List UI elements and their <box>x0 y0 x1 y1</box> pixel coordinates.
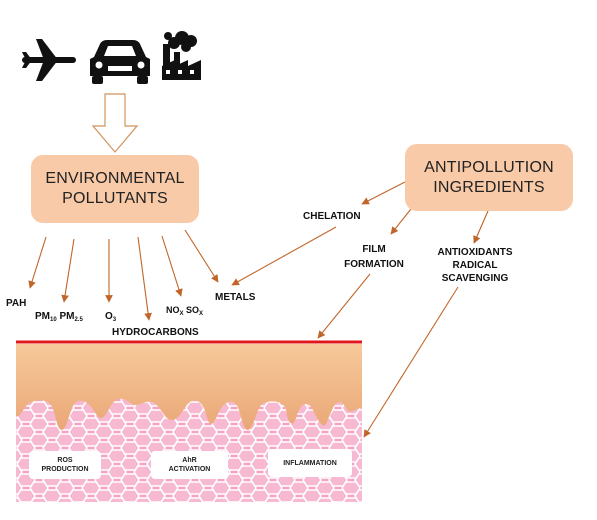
film-line1: FILM <box>362 244 386 255</box>
label-film-formation: FILM FORMATION <box>342 242 406 272</box>
antipollution-box-line2: INGREDIENTS <box>433 178 545 196</box>
ros-production-label: ROS PRODUCTION <box>29 451 101 479</box>
arrow-to-pm <box>61 238 75 303</box>
ahr-line1: AhR <box>182 457 197 464</box>
label-pah: PAH <box>6 298 26 309</box>
metals-text: METALS <box>215 292 256 303</box>
ahr-line2: ACTIVATION <box>168 466 211 473</box>
antioxidants-line3: SCAVENGING <box>441 273 509 284</box>
label-hydrocarbons: HYDROCARBONS <box>112 327 199 338</box>
arrow-to-nox-sox <box>161 235 183 297</box>
arrow-to-film <box>390 208 412 235</box>
sources-to-pollutants-arrow <box>91 93 139 153</box>
label-metals: METALS <box>215 292 255 303</box>
arrow-to-metals <box>184 229 219 283</box>
pm10-sub: 10 <box>50 317 57 323</box>
label-chelation: CHELATION <box>303 211 361 222</box>
label-o3: O3 <box>105 311 116 323</box>
factory-icon <box>162 31 201 80</box>
arrow-to-antioxidants <box>473 210 489 244</box>
o3-sub: 3 <box>112 317 117 323</box>
pm10-text: PM <box>35 311 50 322</box>
inflammation-label: INFLAMMATION <box>268 449 352 477</box>
sox-text: SO <box>186 305 200 315</box>
label-antioxidants: ANTIOXIDANTS RADICAL SCAVENGING <box>430 246 520 285</box>
pah-text: PAH <box>6 298 27 309</box>
arrow-antiox-to-skin <box>363 286 459 438</box>
label-pm: PM10 PM2.5 <box>35 311 83 323</box>
ros-line1: ROS <box>57 457 73 464</box>
label-nox-sox: NOX SOX <box>166 305 203 317</box>
ros-line2: PRODUCTION <box>41 466 89 473</box>
chelation-text: CHELATION <box>303 211 361 222</box>
car-icon <box>90 40 150 84</box>
o3-text: O <box>105 311 113 322</box>
environmental-box-line2: POLLUTANTS <box>62 190 168 207</box>
pm25-text: PM <box>59 311 75 322</box>
film-line2: FORMATION <box>344 259 404 270</box>
arrow-to-hydrocarbons <box>137 236 152 321</box>
ahr-activation-label: AhR ACTIVATION <box>151 451 228 479</box>
arrow-chelation-to-metals <box>231 226 337 286</box>
antioxidants-line1: ANTIOXIDANTS <box>437 247 513 258</box>
arrow-to-chelation <box>361 181 406 205</box>
antipollution-box-line1: ANTIPOLLUTION <box>424 158 554 176</box>
antipollution-ingredients-box: ANTIPOLLUTION INGREDIENTS <box>405 144 573 211</box>
environmental-box-line1: ENVIRONMENTAL <box>45 170 185 187</box>
airplane-icon <box>22 39 76 81</box>
hydrocarbons-text: HYDROCARBONS <box>112 327 199 338</box>
sox-sub: X <box>199 311 204 317</box>
nox-sub: X <box>179 311 184 317</box>
arrow-film-to-skin <box>317 273 371 339</box>
environmental-pollutants-box: ENVIRONMENTAL POLLUTANTS <box>31 155 199 223</box>
inflammation-text: INFLAMMATION <box>283 459 337 467</box>
antioxidants-line2: RADICAL <box>452 260 498 271</box>
stratum-corneum <box>16 344 362 430</box>
arrow-to-pah <box>28 236 47 289</box>
pm25-sub: 2.5 <box>74 317 83 323</box>
nox-text: NO <box>166 305 180 315</box>
